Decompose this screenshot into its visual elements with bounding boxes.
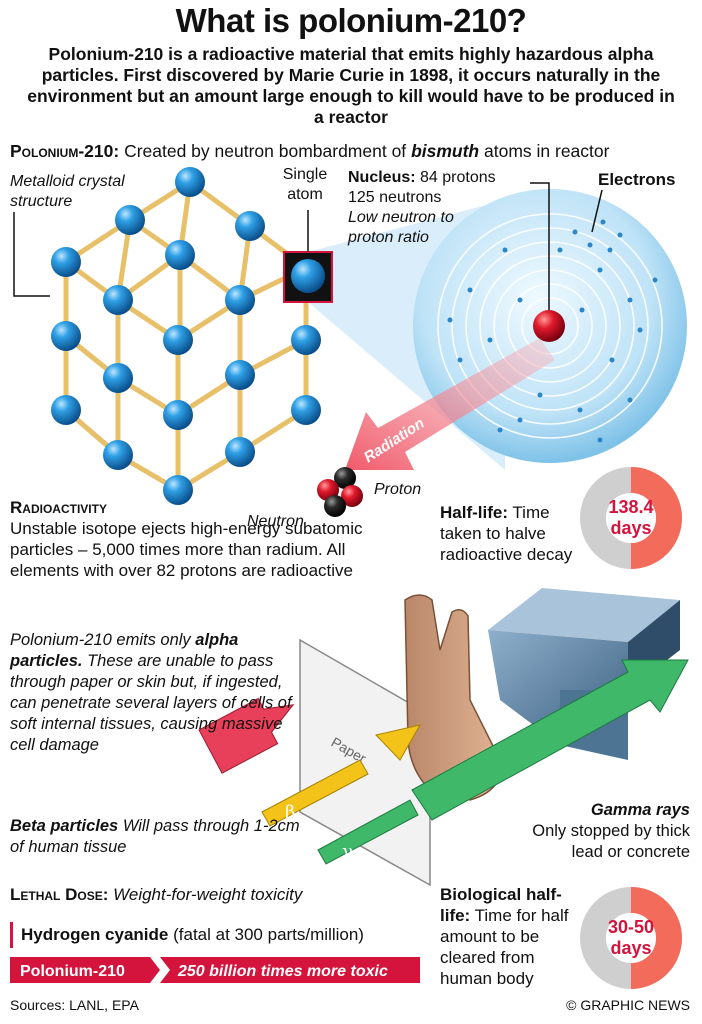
gamma-bar-icon: γ <box>317 799 419 865</box>
neutron-label: Neutron <box>247 513 304 530</box>
bio-half-life-ring-icon <box>580 887 682 989</box>
hand-icon <box>404 594 502 801</box>
credit-text: © GRAPHIC NEWS <box>566 997 690 1013</box>
single-atom-label: Single atom <box>282 166 328 203</box>
nucleus-heading: Nucleus: <box>348 169 416 186</box>
nucleus-note: Low neutron to proton ratio <box>348 209 454 246</box>
gamma-arrow-icon <box>411 659 689 821</box>
polonium-toxicity-bar: Polonium-210 250 billion times more toxi… <box>10 957 420 983</box>
hcn-note: (fatal at 300 parts/million) <box>173 925 364 944</box>
hcn-row: Hydrogen cyanide (fatal at 300 parts/mil… <box>10 922 364 948</box>
gamma-symbol: γ <box>342 841 353 862</box>
intro-text: Polonium-210 is a radioactive material t… <box>27 44 675 127</box>
bismuth-emph: bismuth <box>411 141 480 161</box>
alpha-particle-icon <box>317 467 363 517</box>
proton-label: Proton <box>374 481 422 498</box>
beta-arrow-icon: β <box>261 724 421 827</box>
bio-half-life-number: 30-50 <box>607 917 655 937</box>
beta-heading: Beta particles <box>10 817 119 835</box>
polonium-text-before: Created by neutron bombardment of <box>124 141 407 161</box>
bio-half-life-unit: days <box>610 938 652 958</box>
gamma-text: Only stopped by thick lead or concrete <box>532 822 690 861</box>
alpha-before: Polonium-210 emits only <box>10 631 191 649</box>
half-life-number: 138.4 <box>608 497 654 517</box>
radiation-arrow-icon <box>345 338 555 470</box>
nucleus-neutrons: 125 neutrons <box>348 189 442 206</box>
nucleus-label: Nucleus: 84 protons 125 neutrons Low neu… <box>348 168 498 248</box>
alpha-emph: alpha particles. <box>10 631 239 670</box>
electrons-label: Electrons <box>598 170 676 189</box>
lead-block-icon <box>488 588 680 760</box>
polonium-section-heading: Polonium-210: Created by neutron bombard… <box>10 141 609 162</box>
beta-symbol: β <box>285 802 295 823</box>
alpha-after: These are unable to pass through paper o… <box>10 652 292 754</box>
radioactivity-section: Radioactivity Unstable isotope ejects hi… <box>10 497 400 581</box>
alpha-section: Polonium-210 emits only alpha particles.… <box>10 630 300 756</box>
half-life-text: Time taken to halve radioactive decay <box>440 503 573 564</box>
bio-half-life-value: 30-50 days <box>581 917 681 959</box>
beta-section: Beta particles Will pass through 1-2cm o… <box>10 816 300 858</box>
polonium-text-after: atoms in reactor <box>484 141 610 161</box>
alpha-arrow-icon: α <box>198 697 295 785</box>
bio-half-life-section: Biological half-life: Time for half amou… <box>440 884 590 989</box>
half-life-unit: days <box>610 518 652 538</box>
half-life-value: 138.4 days <box>581 497 681 539</box>
nucleus-protons: 84 protons <box>420 169 496 186</box>
polonium-heading: Polonium-210: <box>10 141 120 161</box>
metalloid-label: Metalloid crystal structure <box>10 173 125 210</box>
half-life-ring-icon <box>580 467 682 569</box>
alpha-symbol: α <box>228 764 240 785</box>
polonium-bar-name: Polonium-210 <box>20 963 125 980</box>
beta-text: Will pass through 1-2cm of human tissue <box>10 817 300 856</box>
lethal-dose-heading: Lethal Dose: Weight-for-weight toxicity <box>10 885 302 905</box>
radioactivity-heading: Radioactivity <box>10 498 107 517</box>
gamma-heading: Gamma rays <box>590 801 690 819</box>
lethal-heading: Lethal Dose: <box>10 885 109 904</box>
lattice-atoms <box>51 167 321 505</box>
page-title: What is polonium-210? <box>175 2 527 39</box>
bio-half-life-text: Time for half amount to be cleared from … <box>440 906 569 988</box>
half-life-section: Half-life: Time taken to halve radioacti… <box>440 502 580 565</box>
polonium-bar-note: 250 billion times more toxic <box>177 963 388 980</box>
bio-half-life-heading: Biological half-life: <box>440 885 562 925</box>
sources-text: Sources: LANL, EPA <box>10 997 139 1013</box>
hcn-name: Hydrogen cyanide <box>21 925 169 944</box>
half-life-heading: Half-life: <box>440 503 508 522</box>
gamma-section: Gamma rays Only stopped by thick lead or… <box>520 800 690 863</box>
lethal-text: Weight-for-weight toxicity <box>113 885 303 904</box>
radioactivity-text: Unstable isotope ejects high-energy suba… <box>10 519 363 580</box>
